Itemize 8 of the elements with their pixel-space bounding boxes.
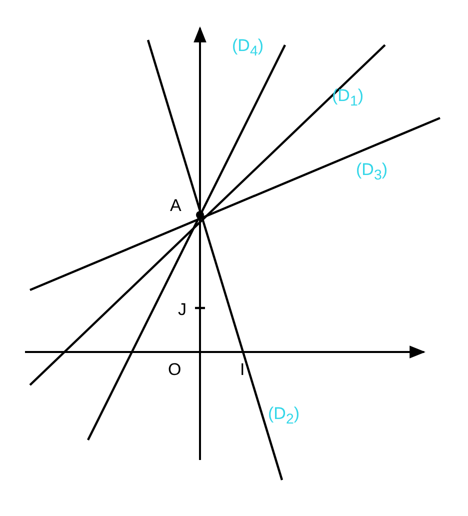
line-label: (D$_{1}$)	[332, 86, 364, 112]
point-label: A	[170, 196, 182, 216]
point-label: I	[240, 360, 245, 380]
point-label: O	[168, 360, 182, 380]
line-label: (D$_{2}$)	[268, 404, 300, 430]
line-label: (D$_{4}$)	[232, 36, 264, 62]
line-label: (D$_{3}$)	[356, 160, 388, 186]
point-label: J	[178, 300, 186, 320]
